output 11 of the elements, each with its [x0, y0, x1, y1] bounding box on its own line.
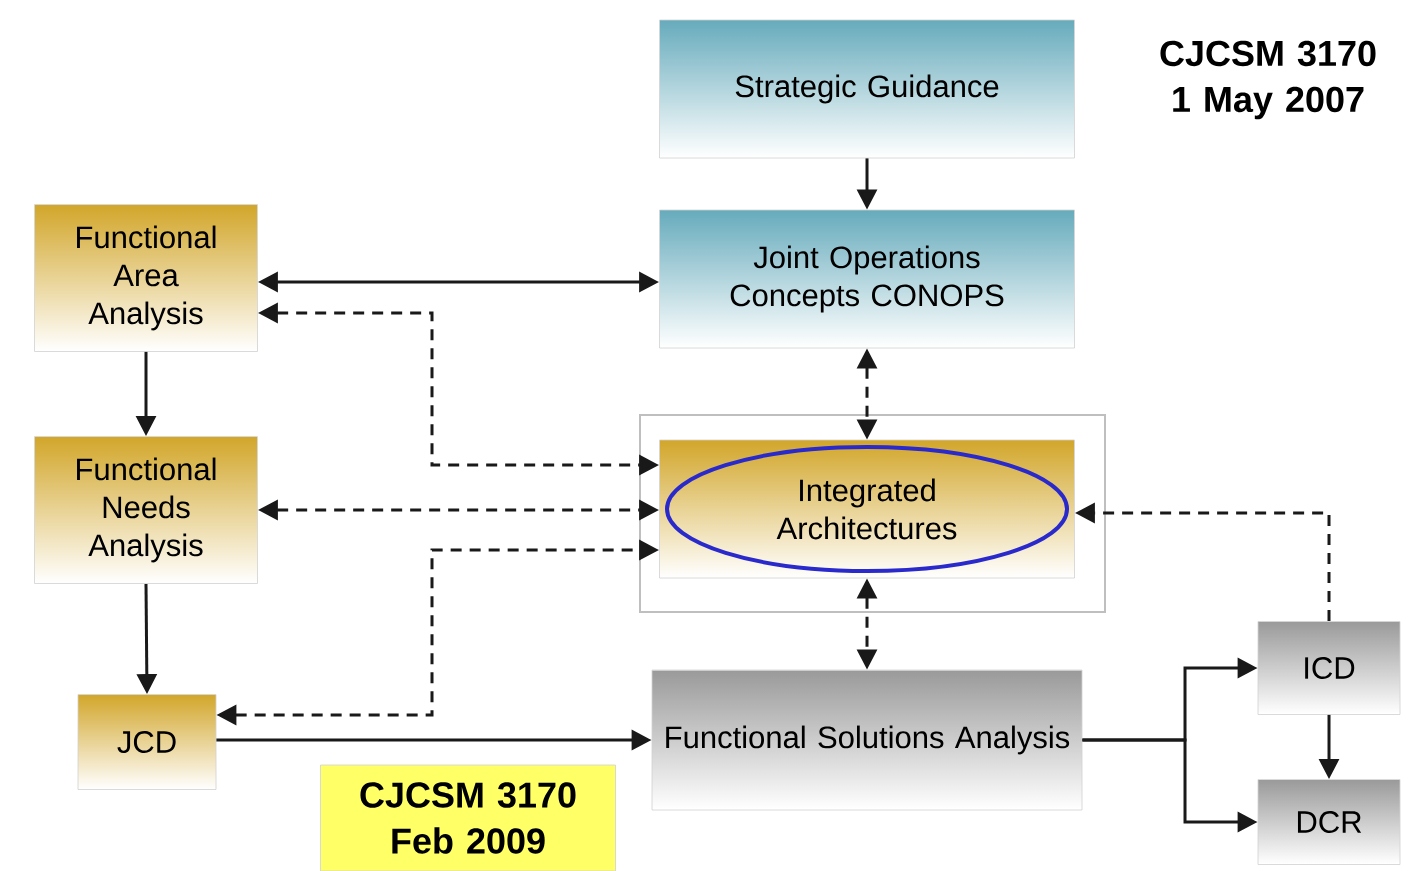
version-label: CJCSM 3170 1 May 2007 — [1160, 40, 1376, 120]
note-box: CJCSM 3170 Feb 2009 — [320, 764, 616, 871]
process-box: Functional Needs Analysis — [34, 436, 258, 584]
document-box: DCR — [1257, 779, 1401, 865]
document-box: ICD — [1257, 621, 1401, 715]
process-box: Integrated Architectures — [659, 439, 1075, 579]
process-box: Strategic Guidance — [659, 19, 1075, 159]
document-box: JCD — [77, 694, 217, 790]
process-box: Functional Area Analysis — [34, 204, 258, 352]
process-box: Functional Solutions Analysis — [651, 669, 1083, 811]
process-box: Joint Operations Concepts CONOPS — [659, 209, 1075, 349]
